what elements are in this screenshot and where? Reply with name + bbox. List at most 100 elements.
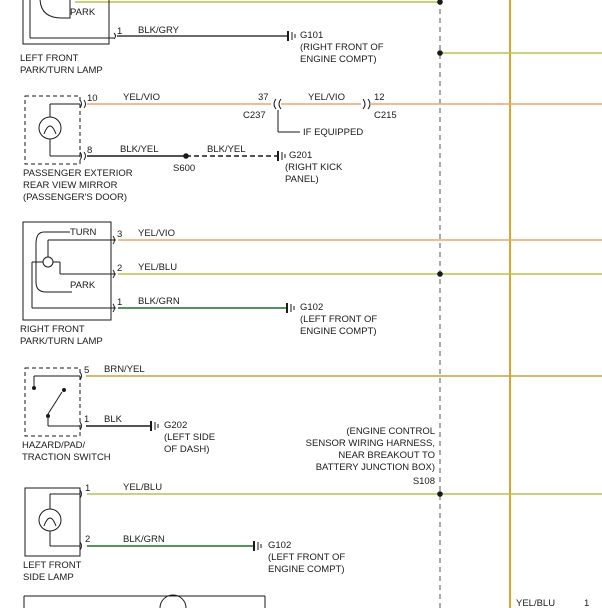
- c215-pin: 12: [374, 92, 385, 103]
- side-lamp-name-1: LEFT FRONT: [23, 560, 82, 571]
- ground-g101: G101 (RIGHT FRONT OF ENGINE COMPT): [287, 30, 384, 65]
- g102-b-loc-2: ENGINE COMPT): [268, 564, 345, 575]
- mirror-name-1: PASSENGER EXTERIOR: [23, 168, 133, 179]
- rf-yel-vio-label: YEL/VIO: [138, 228, 175, 239]
- side-lamp-name-2: SIDE LAMP: [23, 572, 74, 583]
- hazard-name-1: HAZARD/PAD/: [22, 440, 86, 451]
- hazard-connector-1-icon: [79, 421, 82, 431]
- rf-blk-grn-label: BLK/GRN: [138, 296, 180, 307]
- rf-lamp-bulb-icon: [35, 231, 72, 293]
- g102-b-loc-1: (LEFT FRONT OF: [268, 552, 345, 563]
- c215-id: C215: [374, 110, 397, 121]
- rf-pin-1: 1: [117, 297, 122, 308]
- lf-lamp-body: [22, 0, 110, 45]
- rf-park-turn-lamp: TURN PARK RIGHT FRONT PARK/TURN LAMP 3 2…: [20, 221, 122, 347]
- mirror-blk-yel-label: BLK/YEL: [120, 144, 159, 155]
- splice-dot-s108: [437, 491, 443, 497]
- s108-id: S108: [413, 476, 435, 487]
- g101-id: G101: [300, 30, 323, 41]
- bottom-partial-component: [23, 594, 266, 608]
- rf-park-label: PARK: [70, 280, 96, 291]
- rf-yel-blu-label: YEL/BLU: [138, 262, 177, 273]
- g101-loc-2: ENGINE COMPT): [300, 54, 377, 65]
- rf-lamp-name-1: RIGHT FRONT: [20, 324, 85, 335]
- g202-loc-1: (LEFT SIDE: [164, 432, 215, 443]
- splice-dot-rf: [437, 271, 443, 277]
- c237-c215-yel-vio-label: YEL/VIO: [308, 92, 345, 103]
- hazard-brn-yel-label: BRN/YEL: [104, 364, 145, 375]
- hazard-switch: 5 1 HAZARD/PAD/ TRACTION SWITCH: [22, 365, 111, 463]
- s108-note-3: NEAR BREAKOUT TO: [338, 450, 435, 461]
- g202-loc-2: OF DASH): [164, 444, 209, 455]
- mirror-connector-bot-icon: [79, 151, 86, 161]
- c237-pin: 37: [258, 92, 269, 103]
- hazard-switch-body: [24, 367, 81, 437]
- passenger-mirror: 10 8 PASSENGER EXTERIOR REAR VIEW MIRROR…: [23, 93, 133, 203]
- rf-pin-2: 2: [117, 263, 122, 274]
- lf-blk-gry-label: BLK/GRY: [138, 25, 180, 36]
- rf-pin-3: 3: [117, 229, 122, 240]
- hazard-pin-1: 1: [84, 414, 89, 425]
- mirror-body: [24, 95, 81, 165]
- s600-id: S600: [173, 163, 195, 174]
- hazard-switch-blade-icon: [47, 391, 63, 415]
- s108-note-4: BATTERY JUNCTION BOX): [316, 462, 435, 473]
- bottom-right-pin: 1: [584, 598, 589, 608]
- lf-lamp-bulb-icon: [39, 0, 71, 19]
- side-lamp-connector-2-icon: [79, 541, 82, 551]
- hazard-name-2: TRACTION SWITCH: [22, 452, 111, 463]
- rf-connector-2-icon: [112, 269, 115, 279]
- side-lamp-body: [24, 487, 81, 557]
- lf-side-lamp: 1 2 LEFT FRONT SIDE LAMP: [23, 483, 90, 583]
- lf-pin-1-label: 1: [117, 26, 122, 37]
- hazard-pin-5: 5: [84, 365, 89, 376]
- hazard-contact-icon: [46, 414, 50, 418]
- hazard-contact-icon: [32, 386, 36, 390]
- lf-connector-icon: [113, 32, 116, 40]
- if-equipped-label: IF EQUIPPED: [303, 127, 363, 138]
- rf-lamp-body: [22, 221, 112, 321]
- lf-park-label: PARK: [70, 7, 96, 18]
- side-lamp-blk-grn-label: BLK/GRN: [123, 534, 165, 545]
- side-lamp-yel-blu-label: YEL/BLU: [123, 482, 162, 493]
- rf-lamp-name-2: PARK/TURN LAMP: [20, 336, 103, 347]
- s108-note: (ENGINE CONTROL SENSOR WIRING HARNESS, N…: [306, 426, 435, 487]
- lf-lamp-name-1: LEFT FRONT: [20, 53, 79, 64]
- ground-g201: G201 (RIGHT KICK PANEL): [277, 150, 343, 185]
- connector-c237: 37 C237 IF EQUIPPED: [243, 92, 363, 138]
- g101-loc-1: (RIGHT FRONT OF: [300, 42, 384, 53]
- mirror-pin-top: 10: [87, 93, 98, 104]
- c237-id: C237: [243, 110, 266, 121]
- mirror-pin-bottom: 8: [87, 145, 92, 156]
- side-lamp-pin-1: 1: [85, 483, 90, 494]
- ground-g102-b: G102 (LEFT FRONT OF ENGINE COMPT): [253, 540, 345, 575]
- rf-connector-3-icon: [112, 235, 115, 245]
- bottom-bulb-icon: [159, 594, 187, 608]
- side-lamp-filament-icon: [43, 517, 57, 527]
- s600-blk-yel-label: BLK/YEL: [207, 144, 246, 155]
- hazard-contact-icon: [62, 388, 66, 392]
- g201-loc-1: (RIGHT KICK: [285, 162, 343, 173]
- g102-a-loc-1: (LEFT FRONT OF: [300, 314, 377, 325]
- mirror-yel-vio-label: YEL/VIO: [123, 92, 160, 103]
- side-lamp-connector-1-icon: [79, 489, 82, 499]
- mirror-filament-icon: [43, 125, 57, 135]
- g102-a-loc-2: ENGINE COMPT): [300, 326, 377, 337]
- ground-g102-a: G102 (LEFT FRONT OF ENGINE COMPT): [286, 302, 377, 337]
- lf-park-turn-lamp: PARK LEFT FRONT PARK/TURN LAMP 1 BLK/GRY: [20, 0, 287, 76]
- lf-lamp-name-2: PARK/TURN LAMP: [20, 65, 103, 76]
- g102-a-id: G102: [300, 302, 323, 313]
- rf-turn-label: TURN: [70, 227, 97, 238]
- rf-connector-1-icon: [112, 303, 115, 313]
- ground-g202: G202 (LEFT SIDE OF DASH): [150, 420, 215, 455]
- hazard-blk-label: BLK: [104, 414, 123, 425]
- hazard-connector-5-icon: [79, 371, 82, 381]
- splice-dot-top: [437, 0, 443, 5]
- mirror-connector-top-icon: [79, 99, 86, 109]
- splice-dot-lf: [437, 50, 443, 56]
- mirror-name-2: REAR VIEW MIRROR: [23, 180, 118, 191]
- c237-connector-icon: [273, 98, 282, 110]
- g202-id: G202: [164, 420, 187, 431]
